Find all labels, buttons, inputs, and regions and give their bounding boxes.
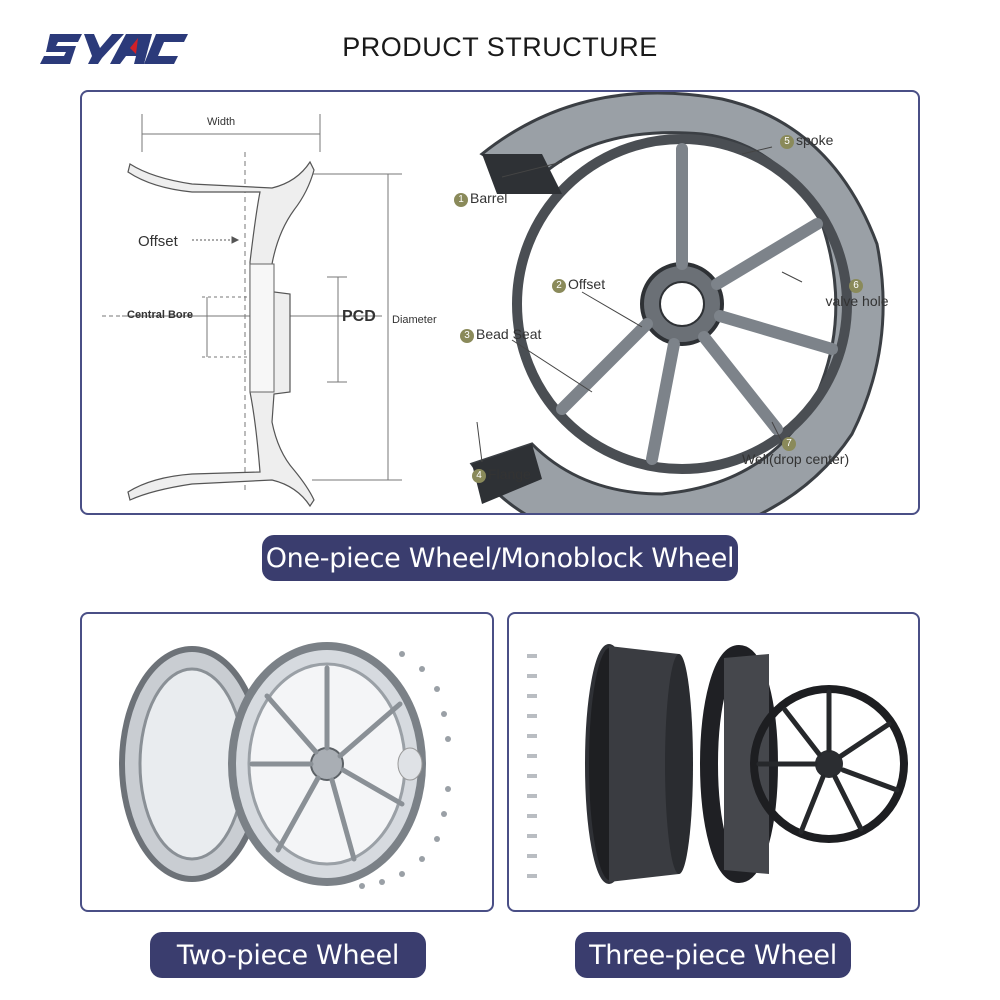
two-piece-wheel-image bbox=[119, 642, 451, 889]
part-number-badge: 4 bbox=[472, 469, 486, 483]
part-number-badge: 1 bbox=[454, 193, 468, 207]
brand-logo-graphic bbox=[40, 34, 188, 64]
part-number-badge: 5 bbox=[780, 135, 794, 149]
page-title: PRODUCT STRUCTURE bbox=[342, 32, 658, 62]
part-label-text: Bead Seat bbox=[476, 326, 542, 342]
brand-logo bbox=[40, 24, 190, 72]
part-label-text: Flange bbox=[488, 466, 531, 482]
two-piece-panel bbox=[80, 612, 494, 912]
central-bore-label: Central Bore bbox=[127, 309, 194, 321]
part-number-badge: 2 bbox=[552, 279, 566, 293]
one-piece-structure-panel: Width Offset Central Bore PCD Diameter 1… bbox=[80, 90, 920, 515]
part-label-text: Well(drop center) bbox=[742, 451, 850, 467]
diameter-label: Diameter bbox=[392, 314, 437, 326]
part-number-badge: 3 bbox=[460, 329, 474, 343]
two-piece-caption: Two-piece Wheel bbox=[150, 932, 426, 978]
three-piece-caption: Three-piece Wheel bbox=[575, 932, 851, 978]
offset-label: Offset bbox=[138, 233, 178, 250]
width-label: Width bbox=[207, 116, 236, 128]
pcd-label: PCD bbox=[342, 308, 376, 325]
part-label-text: spoke bbox=[796, 132, 834, 148]
three-piece-wheel-image bbox=[527, 644, 908, 884]
part-label-text: valve hole bbox=[825, 293, 889, 309]
part-label-text: Offset bbox=[568, 276, 606, 292]
part-number-badge: 7 bbox=[782, 437, 796, 451]
one-piece-caption: One-piece Wheel/Monoblock Wheel bbox=[262, 535, 738, 581]
three-piece-panel bbox=[507, 612, 920, 912]
part-number-badge: 6 bbox=[849, 279, 863, 293]
wheel-cross-section-diagram bbox=[102, 92, 885, 513]
part-label-text: Barrel bbox=[470, 190, 508, 206]
